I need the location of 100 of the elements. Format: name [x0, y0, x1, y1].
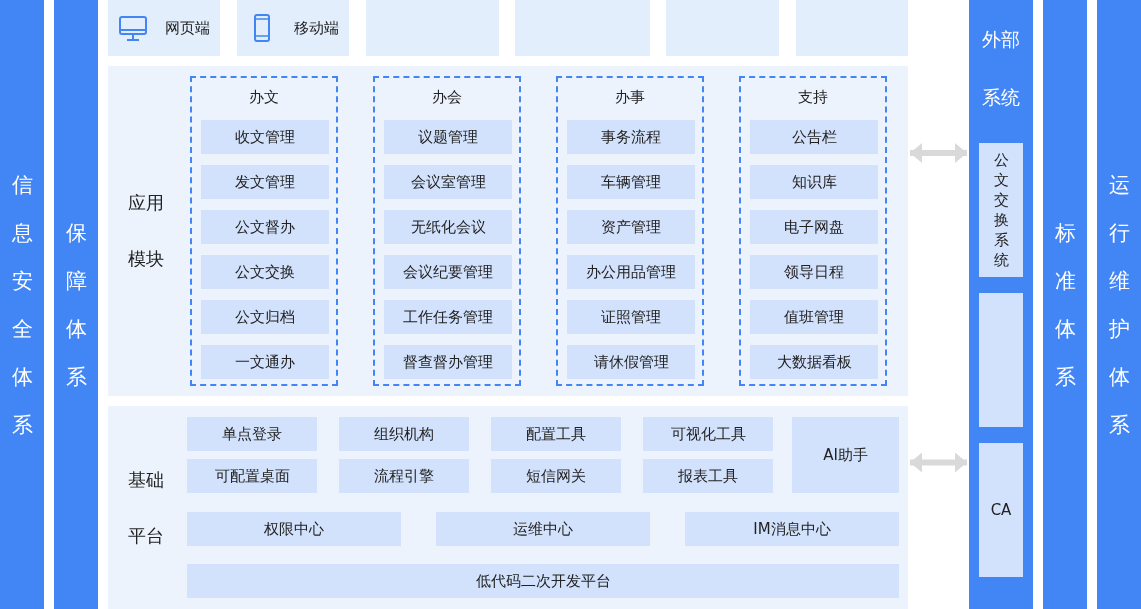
- function-label: 电子网盘: [784, 217, 844, 237]
- pillar-label: 信息安全体系: [11, 171, 33, 439]
- function-box: [201, 210, 329, 244]
- function-label: 公文督办: [235, 217, 295, 237]
- function-label: 运维中心: [513, 519, 573, 539]
- platform-tile: [237, 0, 349, 56]
- function-label: 资产管理: [601, 217, 661, 237]
- platform-tile: [515, 0, 650, 56]
- function-box: [792, 417, 899, 493]
- system-box: [979, 443, 1023, 577]
- platform-label: 移动端: [293, 18, 339, 38]
- pillar-bar: [1097, 0, 1141, 609]
- function-label: 单点登录: [222, 424, 282, 444]
- function-label: 发文管理: [235, 172, 295, 192]
- system-label: CA: [990, 500, 1012, 520]
- pillar-bar: [969, 0, 1033, 609]
- function-label: 公文归档: [235, 307, 295, 327]
- function-box: [384, 210, 512, 244]
- module-group: [739, 76, 887, 386]
- function-label: AI助手: [823, 445, 868, 465]
- function-box: [567, 255, 695, 289]
- function-label: 大数据看板: [776, 352, 852, 372]
- function-box: [750, 345, 878, 379]
- function-label: 公文交换: [235, 262, 295, 282]
- function-label: 工作任务管理: [403, 307, 493, 327]
- group-title: 支持: [797, 88, 829, 107]
- function-label: 公告栏: [791, 127, 837, 147]
- pillar-bar: [54, 0, 98, 609]
- function-box: [491, 459, 621, 493]
- platform-tile: [796, 0, 908, 56]
- function-label: 证照管理: [601, 307, 661, 327]
- function-label: 议题管理: [418, 127, 478, 147]
- function-box: [187, 417, 317, 451]
- function-box: [384, 120, 512, 154]
- function-box: [750, 255, 878, 289]
- function-box: [436, 512, 650, 546]
- platform-tile: [366, 0, 499, 56]
- function-label: 收文管理: [235, 127, 295, 147]
- function-box: [384, 345, 512, 379]
- function-box: [384, 255, 512, 289]
- function-box: [750, 300, 878, 334]
- function-box: [201, 300, 329, 334]
- group-title: 办会: [431, 88, 463, 107]
- function-box: [750, 120, 878, 154]
- function-box: [750, 165, 878, 199]
- function-label: 无纸化会议: [410, 217, 486, 237]
- pillar-title: 外部系统: [981, 27, 1021, 110]
- platform-label: 网页端: [164, 18, 210, 38]
- system-box: [979, 293, 1023, 427]
- function-label: 一文通办: [235, 352, 295, 372]
- system-box: [979, 143, 1023, 277]
- function-box: [567, 345, 695, 379]
- function-label: 可配置桌面: [214, 466, 290, 486]
- pillar-label: 保障体系: [65, 219, 87, 391]
- function-label: 督查督办管理: [403, 352, 493, 372]
- function-label: 值班管理: [784, 307, 844, 327]
- module-group: [373, 76, 521, 386]
- layer-title: 应用模块: [128, 191, 165, 271]
- function-box: [491, 417, 621, 451]
- layer-title: 基础平台: [128, 467, 165, 548]
- pillar-label: 标准体系: [1054, 219, 1076, 391]
- function-box: [201, 165, 329, 199]
- function-box: [187, 459, 317, 493]
- function-label: 领导日程: [784, 262, 844, 282]
- pillar-bar: [0, 0, 44, 609]
- function-box: [201, 345, 329, 379]
- function-box: [643, 459, 773, 493]
- function-label: 会议纪要管理: [403, 262, 493, 282]
- function-box: [187, 564, 899, 598]
- function-box: [567, 120, 695, 154]
- pillar-bar: [1043, 0, 1087, 609]
- system-label: 公文交换系统: [993, 150, 1009, 270]
- function-box: [201, 255, 329, 289]
- function-label: 配置工具: [526, 424, 586, 444]
- function-box: [750, 210, 878, 244]
- pillar-label: 运行维护体系: [1108, 171, 1130, 439]
- group-title: 办事: [614, 88, 646, 107]
- function-box: [567, 165, 695, 199]
- function-box: [187, 512, 401, 546]
- function-label: 可视化工具: [670, 424, 746, 444]
- function-label: 事务流程: [601, 127, 661, 147]
- module-group: [190, 76, 338, 386]
- function-box: [567, 300, 695, 334]
- function-box: [567, 210, 695, 244]
- function-label: 请休假管理: [593, 352, 669, 372]
- platform-tile: [666, 0, 779, 56]
- double-arrow: [910, 143, 967, 163]
- function-label: 报表工具: [678, 466, 738, 486]
- function-label: 会议室管理: [410, 172, 486, 192]
- function-label: 低代码二次开发平台: [475, 571, 611, 591]
- layer-panel: [108, 406, 908, 609]
- function-label: 车辆管理: [601, 172, 661, 192]
- function-label: 短信网关: [526, 466, 586, 486]
- function-label: IM消息中心: [753, 519, 831, 539]
- group-title: 办文: [248, 88, 280, 107]
- function-label: 组织机构: [374, 424, 434, 444]
- function-label: 知识库: [791, 172, 837, 192]
- platform-tile: [108, 0, 220, 56]
- double-arrow: [910, 452, 967, 473]
- function-box: [339, 417, 469, 451]
